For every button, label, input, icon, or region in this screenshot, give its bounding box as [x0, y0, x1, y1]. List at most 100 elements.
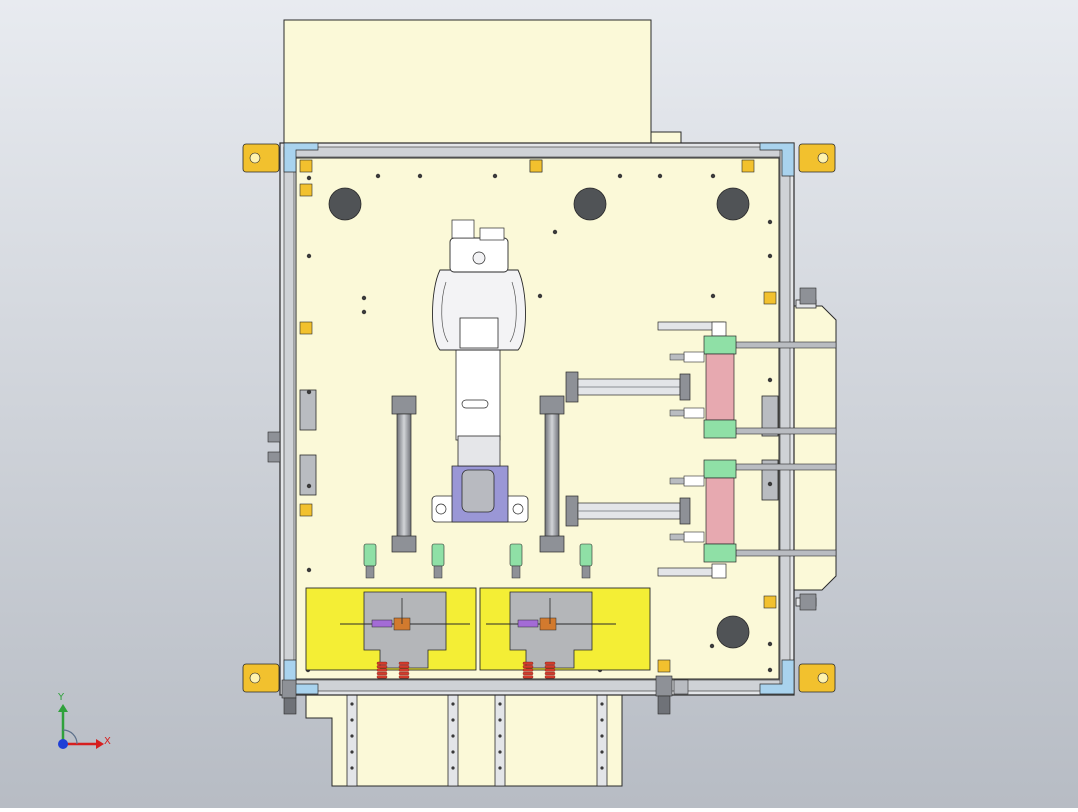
fixture-station-left — [305, 587, 477, 671]
chute-bolt — [600, 750, 604, 754]
chute-bolt — [451, 766, 455, 770]
triad-y-label: Y — [57, 692, 65, 703]
bolt-hole — [361, 309, 367, 315]
triad-x-label: X — [104, 736, 111, 747]
regulator-body — [509, 543, 523, 567]
main-frame-rail-bottom — [283, 679, 791, 692]
bottom-brackets — [281, 675, 689, 715]
spring-coil — [544, 672, 556, 676]
spring-coil — [376, 661, 388, 665]
chute-bolt — [451, 718, 455, 722]
corner-foot-bottom-left — [242, 663, 280, 693]
regulator-body — [579, 543, 593, 567]
spring-coil — [398, 661, 410, 665]
main-frame-rail-right — [779, 146, 791, 692]
spring-coil — [398, 675, 410, 679]
spring-coil — [522, 675, 534, 679]
frame-tab — [741, 159, 755, 173]
bolt-hole — [767, 219, 773, 225]
spring-coil — [398, 668, 410, 672]
base-plate-holes — [328, 187, 750, 649]
spring-coil — [376, 665, 388, 669]
bolt-hole — [617, 173, 623, 179]
spring-coil — [398, 672, 410, 676]
gusset-top-right — [759, 142, 795, 177]
chute-bolt — [600, 702, 604, 706]
scara-robot — [431, 219, 529, 523]
regulator-stem — [511, 565, 521, 579]
chute-bolt — [498, 734, 502, 738]
spring-coil — [544, 665, 556, 669]
spring-coil — [398, 665, 410, 669]
bolt-hole — [306, 483, 312, 489]
bolt-hole — [375, 173, 381, 179]
gusset-bottom-right — [759, 659, 795, 695]
spring-coil — [522, 672, 534, 676]
pressure-regulators — [363, 543, 593, 579]
bolt-hole — [492, 173, 498, 179]
bolt-hole — [767, 667, 773, 673]
frame-tab — [299, 503, 313, 517]
horizontal-cylinder-lower — [565, 495, 691, 527]
chute-bolt — [451, 750, 455, 754]
bolt-hole — [306, 253, 312, 259]
frame-tab — [529, 159, 543, 173]
lower-chute — [305, 691, 623, 787]
chute-bolt — [350, 702, 354, 706]
spring-coil — [522, 665, 534, 669]
bolt-hole — [306, 389, 312, 395]
chute-bolt — [451, 702, 455, 706]
frame-tabs — [299, 159, 777, 673]
chute-bolt — [498, 750, 502, 754]
coordinate-triad: X Y — [57, 692, 111, 749]
valve-manifold-upper — [669, 335, 737, 439]
bolt-hole — [710, 293, 716, 299]
main-frame-rail-top — [283, 146, 791, 158]
bolt-hole — [657, 173, 663, 179]
bolt-hole — [552, 229, 558, 235]
corner-foot-bottom-right — [798, 663, 836, 693]
upper-extension-side — [650, 131, 682, 145]
corner-feet — [242, 142, 836, 695]
bolt-hole — [306, 175, 312, 181]
bolt-hole — [417, 173, 423, 179]
bolt-hole — [767, 481, 773, 487]
gusset-top-left — [283, 142, 319, 173]
spring-coil — [544, 675, 556, 679]
chute-bolt — [498, 718, 502, 722]
frame-tab — [299, 159, 313, 173]
fixture-station-right — [479, 587, 651, 671]
chute-bolt — [350, 734, 354, 738]
bolt-hole — [361, 295, 367, 301]
spring-coil — [376, 672, 388, 676]
frame-tab — [299, 183, 313, 197]
bolt-hole — [306, 567, 312, 573]
feeder-rails — [657, 321, 837, 579]
horizontal-cylinder-upper — [565, 371, 691, 403]
spring-coil — [376, 668, 388, 672]
chute-bolt — [350, 766, 354, 770]
bolt-hole — [709, 643, 715, 649]
bolt-hole — [537, 293, 543, 299]
chute-bolt — [498, 702, 502, 706]
main-frame-rail-left — [283, 146, 295, 692]
frame-tab — [657, 659, 671, 673]
chute-bolt — [498, 766, 502, 770]
frame-tab — [763, 291, 777, 305]
chute-bolt — [350, 718, 354, 722]
regulator-stem — [365, 565, 375, 579]
chute-bolt — [600, 718, 604, 722]
ejector-springs — [376, 661, 556, 679]
frame-tab — [763, 595, 777, 609]
regulator-body — [363, 543, 377, 567]
bolt-hole — [767, 253, 773, 259]
left-frame-clamps — [267, 389, 317, 496]
chute-bolt — [600, 734, 604, 738]
bolt-hole — [710, 173, 716, 179]
upper-extension-panel — [283, 19, 652, 144]
valve-manifold-lower — [669, 459, 737, 563]
regulator-stem — [433, 565, 443, 579]
chute-bolt — [600, 766, 604, 770]
